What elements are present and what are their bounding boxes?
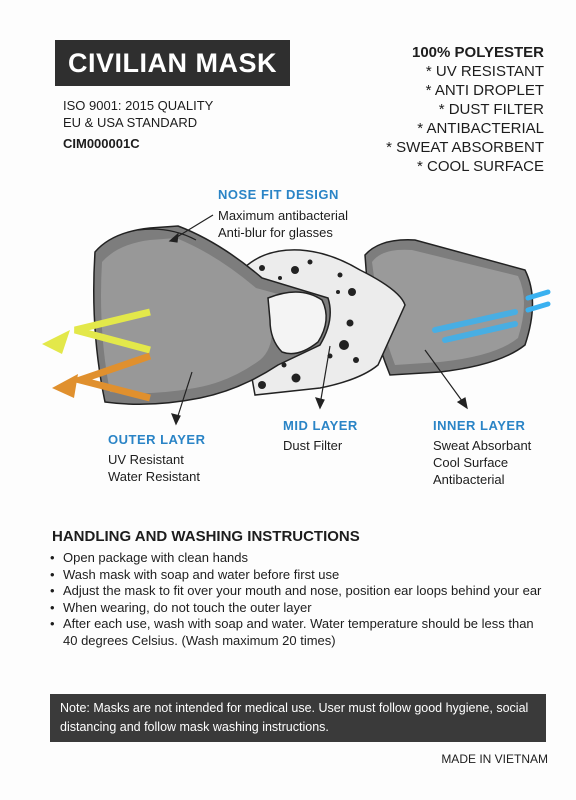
material-label: 100% POLYESTER	[411, 44, 544, 61]
feature-item: * COOL SURFACE	[417, 158, 544, 175]
feature-list: 100% POLYESTER * UV RESISTANT * ANTI DRO…	[386, 43, 544, 176]
nose-fit-title: NOSE FIT DESIGN	[218, 187, 339, 202]
inner-layer-line: Sweat Absorbant	[433, 438, 532, 453]
list-item: Wash mask with soap and water before fir…	[50, 567, 550, 584]
inner-layer-label: INNER LAYER Sweat Absorbant Cool Surface…	[433, 418, 531, 488]
mid-layer-line: Dust Filter	[283, 438, 343, 453]
inner-layer-illustration	[364, 239, 551, 376]
water-repel-arrows	[42, 308, 152, 402]
inner-layer-line: Cool Surface	[433, 455, 509, 470]
quality-standard: ISO 9001: 2015 QUALITY	[63, 98, 214, 113]
instructions-list: Open package with clean hands Wash mask …	[50, 550, 550, 649]
mid-layer-label: MID LAYER Dust Filter	[283, 418, 358, 454]
leader-lines	[168, 214, 468, 426]
feature-item: * SWEAT ABSORBENT	[386, 139, 544, 156]
medical-use-note: Note: Masks are not intended for medical…	[50, 694, 546, 742]
list-item: Open package with clean hands	[50, 550, 550, 567]
instructions-title: HANDLING AND WASHING INSTRUCTIONS	[52, 528, 360, 545]
outer-layer-illustration	[93, 225, 331, 405]
nose-fit-line: Anti-blur for glasses	[218, 225, 333, 240]
mid-layer-title: MID LAYER	[283, 418, 358, 433]
feature-item: * ANTI DROPLET	[425, 82, 544, 99]
feature-item: * ANTIBACTERIAL	[417, 120, 544, 137]
inner-layer-title: INNER LAYER	[433, 418, 526, 433]
feature-item: * UV RESISTANT	[425, 63, 544, 80]
product-code: CIM000001C	[63, 136, 140, 151]
mask-layers-diagram	[42, 214, 551, 426]
outer-layer-line: UV Resistant	[108, 452, 184, 467]
region-standard: EU & USA STANDARD	[63, 115, 198, 130]
nose-fit-line: Maximum antibacterial	[218, 208, 349, 223]
list-item: When wearing, do not touch the outer lay…	[50, 600, 550, 617]
list-item: After each use, wash with soap and water…	[50, 616, 550, 649]
list-item: Adjust the mask to fit over your mouth a…	[50, 583, 550, 600]
outer-layer-line: Water Resistant	[108, 469, 200, 484]
outer-layer-title: OUTER LAYER	[108, 432, 206, 447]
outer-layer-label: OUTER LAYER UV Resistant Water Resistant	[108, 432, 205, 485]
inner-layer-line: Antibacterial	[433, 472, 505, 487]
nose-fit-label: NOSE FIT DESIGN Maximum antibacterial An…	[218, 187, 348, 241]
product-title: CIVILIAN MASK	[55, 40, 290, 86]
feature-item: * DUST FILTER	[438, 101, 544, 118]
made-in-label: MADE IN VIETNAM	[441, 752, 548, 766]
